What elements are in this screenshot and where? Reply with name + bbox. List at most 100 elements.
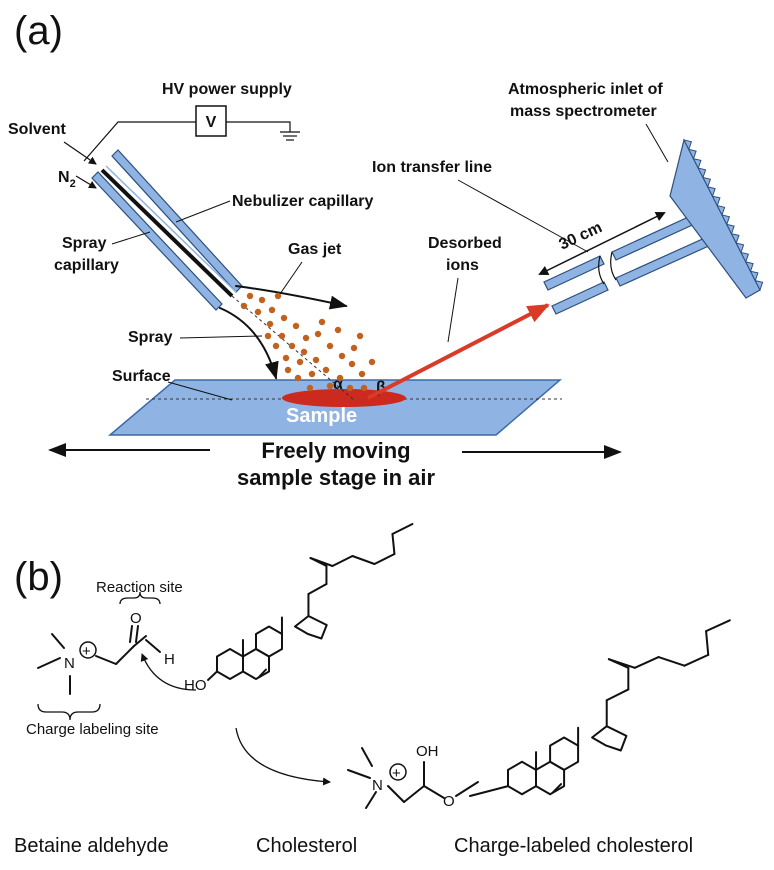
spray-droplet <box>318 318 326 326</box>
spray-droplet <box>268 306 276 314</box>
desorbed-ions-arrow <box>367 303 550 400</box>
hv-power-supply-label: HV power supply <box>162 81 292 98</box>
steroid-ring-a <box>216 648 244 680</box>
surface-leader-line <box>167 381 233 401</box>
spray-droplet <box>302 334 310 342</box>
spray-droplet <box>346 384 354 392</box>
betaine-aldehyde-structure <box>37 625 161 695</box>
labeled-n-atom: N <box>372 777 383 794</box>
n2-arrow <box>75 175 97 189</box>
sample-stage <box>107 379 563 436</box>
spray-droplet <box>360 384 368 392</box>
voltmeter-box <box>195 105 227 137</box>
gas-jet-leader-line <box>279 261 303 295</box>
atmospheric-inlet-leader-line <box>645 123 669 163</box>
labeled-plus: + <box>392 765 401 782</box>
side-chain-bond <box>683 653 710 667</box>
steroid-ring-d <box>294 615 328 640</box>
gas-jet-label: Gas jet <box>288 241 342 258</box>
spray-droplet <box>284 366 292 374</box>
spray-droplet <box>348 360 356 368</box>
nucleophilic-attack-arrow <box>140 653 197 691</box>
spray-droplet <box>338 352 346 360</box>
panel-a-label: (a) <box>14 9 63 53</box>
cholesterol-structure <box>207 523 414 681</box>
steroid-ring-d <box>591 725 628 752</box>
spray-droplet <box>278 332 286 340</box>
double-bond <box>257 668 267 678</box>
side-chain-bond <box>309 557 334 567</box>
spray-droplet <box>308 370 316 378</box>
stage-label-line1: Freely moving <box>261 438 410 463</box>
spray-droplet <box>336 374 344 382</box>
side-chain-bond <box>605 688 630 702</box>
steroid-ring-a <box>507 760 537 796</box>
spray-droplet <box>334 326 342 334</box>
side-chain-bond <box>657 656 686 667</box>
spray-droplet <box>272 342 280 350</box>
spray-capillary-leader-line <box>111 231 151 245</box>
side-chain-bond <box>705 630 710 656</box>
distance-dimension-line <box>538 212 666 275</box>
spray-droplet <box>350 344 358 352</box>
desorbed-ions-label-line1: Desorbed <box>428 235 502 252</box>
nebulizer-capillary-label: Nebulizer capillary <box>232 193 373 210</box>
alpha-angle-label: α <box>333 376 343 393</box>
steroid-ring-c <box>255 625 283 658</box>
positive-charge-icon <box>79 641 97 659</box>
spray-droplet <box>314 330 322 338</box>
spray-droplet <box>312 356 320 364</box>
side-chain-bond <box>391 533 396 555</box>
caption-charge-labeled-cholesterol: Charge-labeled cholesterol <box>454 835 693 857</box>
spray-droplet <box>240 302 248 310</box>
spray-droplet <box>300 348 308 356</box>
spray-droplet <box>358 370 366 378</box>
side-chain-bond <box>351 555 376 565</box>
beta-angle-label: β <box>376 379 386 396</box>
spray-capillary-label-line1: Spray <box>62 235 107 252</box>
spray-droplet <box>294 374 302 382</box>
spray-droplet <box>326 342 334 350</box>
mass-spectrometer-inlet <box>669 138 764 299</box>
nebulizer-leader-line <box>175 200 231 223</box>
ion-transfer-line-label: Ion transfer line <box>372 159 492 176</box>
spray-droplet <box>246 292 254 300</box>
ether-bond <box>469 785 509 797</box>
charge-labeling-bracket <box>37 703 101 721</box>
n2-label: N2 <box>58 169 76 190</box>
spray-droplet <box>282 354 290 362</box>
panel-b-label: (b) <box>14 555 63 599</box>
spray-leader-line <box>179 335 263 339</box>
hv-circuit <box>83 105 300 162</box>
spray-droplets <box>240 292 376 392</box>
side-chain-bond <box>331 555 354 567</box>
desorbed-ions-leader-line <box>447 277 459 343</box>
side-chain-bond <box>307 583 328 595</box>
charge-labeled-cholesterol-structure <box>469 619 731 797</box>
side-chain-bond <box>373 553 396 565</box>
spray-droplet <box>368 358 376 366</box>
solvent-arrow <box>63 141 97 165</box>
spray-droplet <box>280 314 288 322</box>
spray-droplet <box>254 308 262 316</box>
gas-jet-arrow-upper <box>235 285 348 310</box>
stage-label-line2: sample stage in air <box>237 465 436 490</box>
spray-droplet <box>266 320 274 328</box>
surface-label: Surface <box>112 368 171 385</box>
nebulizer-capillary <box>91 149 243 311</box>
labeled-oh-group: OH <box>416 743 439 760</box>
hydroxyl-bond <box>207 670 219 681</box>
spray-droplet <box>288 342 296 350</box>
spray-droplet <box>274 292 282 300</box>
reaction-arrow <box>235 727 331 786</box>
reaction-site-bracket <box>119 591 161 605</box>
spray-droplet <box>306 384 314 392</box>
charge-labeling-site-label: Charge labeling site <box>26 721 159 738</box>
steroid-ring-c <box>549 736 580 771</box>
spray-droplet <box>326 382 334 390</box>
betaine-n-atom: N <box>64 655 75 672</box>
positive-charge-icon-labeled <box>389 763 407 781</box>
atmospheric-inlet-label-line1: Atmospheric inlet of <box>508 81 663 98</box>
reaction-site-label: Reaction site <box>96 579 183 596</box>
